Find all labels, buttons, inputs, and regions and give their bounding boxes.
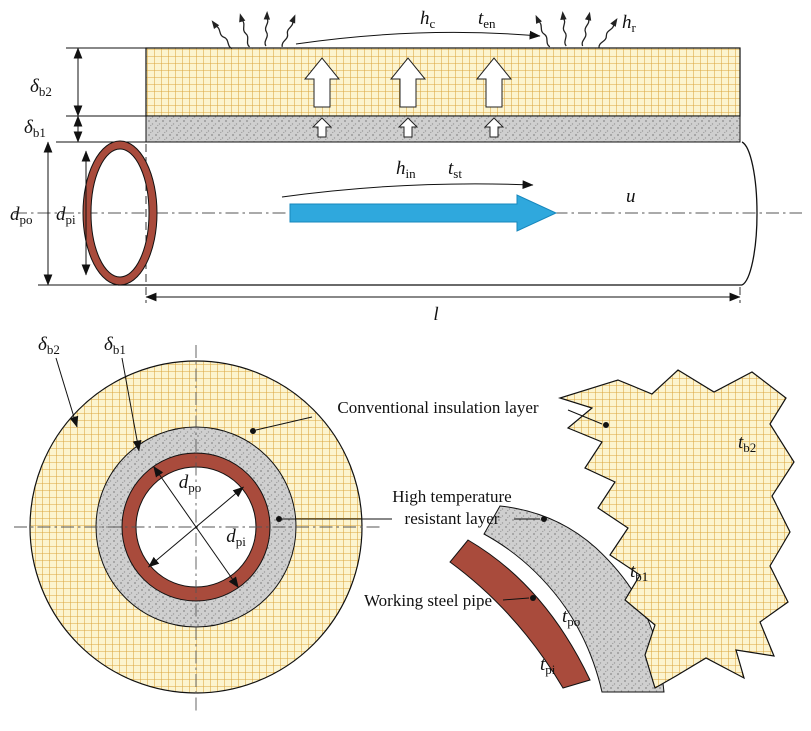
heat-loss-squiggles-left bbox=[208, 10, 299, 52]
label-tb1: tb1 bbox=[630, 561, 648, 584]
up-arrow bbox=[311, 117, 333, 138]
high-temperature-label-line2: resistant layer bbox=[405, 509, 500, 528]
label-hin: hin bbox=[396, 158, 416, 181]
label-ten: ten bbox=[478, 8, 496, 31]
up-arrow bbox=[483, 117, 505, 138]
heat-flux-arrows-large bbox=[303, 57, 513, 108]
up-arrow bbox=[389, 57, 427, 108]
cs-dpi-diameter-line bbox=[148, 486, 244, 568]
cs-label-delta-b1: δb1 bbox=[104, 334, 126, 357]
label-delta-b1: δb1 bbox=[24, 117, 46, 140]
label-tpo: tpo bbox=[562, 606, 580, 629]
cs-label-dpi: dpi bbox=[226, 526, 246, 549]
resistant-layer-longitudinal bbox=[145, 115, 741, 143]
up-arrow bbox=[475, 57, 513, 108]
flow-velocity-arrow bbox=[289, 194, 558, 232]
label-u: u bbox=[626, 186, 636, 207]
label-hr: hr bbox=[622, 12, 637, 35]
label-l: l bbox=[433, 304, 438, 325]
convection-flow-arrow bbox=[295, 30, 541, 45]
label-hc: hc bbox=[420, 8, 436, 31]
leader-dot bbox=[530, 595, 536, 601]
label-dpi: dpi bbox=[56, 204, 76, 227]
heat-wave-arrow bbox=[532, 12, 554, 49]
high-temperature-label-line1: High temperature bbox=[392, 487, 511, 506]
insulation-layer-longitudinal bbox=[145, 47, 741, 117]
up-arrow bbox=[303, 57, 341, 108]
exploded-steel-strip bbox=[449, 539, 591, 689]
heat-loss-squiggles-right bbox=[532, 10, 621, 51]
leader-dot bbox=[250, 428, 256, 434]
label-tpi: tpi bbox=[540, 654, 556, 677]
heat-wave-arrow bbox=[595, 15, 621, 51]
conventional-insulation-label: Conventional insulation layer bbox=[337, 398, 538, 417]
steel-ring-inner-edge bbox=[90, 148, 150, 278]
conventional-leader-right bbox=[567, 409, 603, 425]
label-tb2: tb2 bbox=[738, 432, 756, 455]
leader-dot bbox=[276, 516, 282, 522]
heat-wave-arrow bbox=[278, 12, 299, 49]
cs-delta-b2-leader bbox=[55, 357, 79, 428]
leader-dot bbox=[541, 516, 547, 522]
heat-wave-arrow bbox=[236, 11, 254, 49]
heat-flux-arrows-small bbox=[311, 117, 505, 138]
cs-label-delta-b2: δb2 bbox=[38, 334, 60, 357]
heat-wave-arrow bbox=[208, 17, 236, 52]
leader-dot bbox=[603, 422, 609, 428]
heat-wave-arrow bbox=[262, 10, 271, 47]
cs-delta-b1-leader bbox=[121, 357, 142, 452]
up-arrow bbox=[397, 117, 419, 138]
exploded-insulation-patch bbox=[557, 369, 795, 689]
pipe-right-cap bbox=[741, 141, 758, 286]
cs-label-dpo: dpo bbox=[179, 472, 202, 495]
internal-flow-arc-arrow bbox=[281, 180, 534, 198]
heat-wave-arrow bbox=[558, 10, 571, 47]
heat-wave-arrow bbox=[578, 10, 594, 48]
label-delta-b2: δb2 bbox=[30, 76, 52, 99]
working-pipe-leader bbox=[502, 597, 530, 601]
label-tst: tst bbox=[448, 158, 462, 181]
conventional-leader-left bbox=[255, 416, 313, 431]
label-dpo: dpo bbox=[10, 204, 33, 227]
working-steel-pipe-label: Working steel pipe bbox=[364, 591, 492, 610]
